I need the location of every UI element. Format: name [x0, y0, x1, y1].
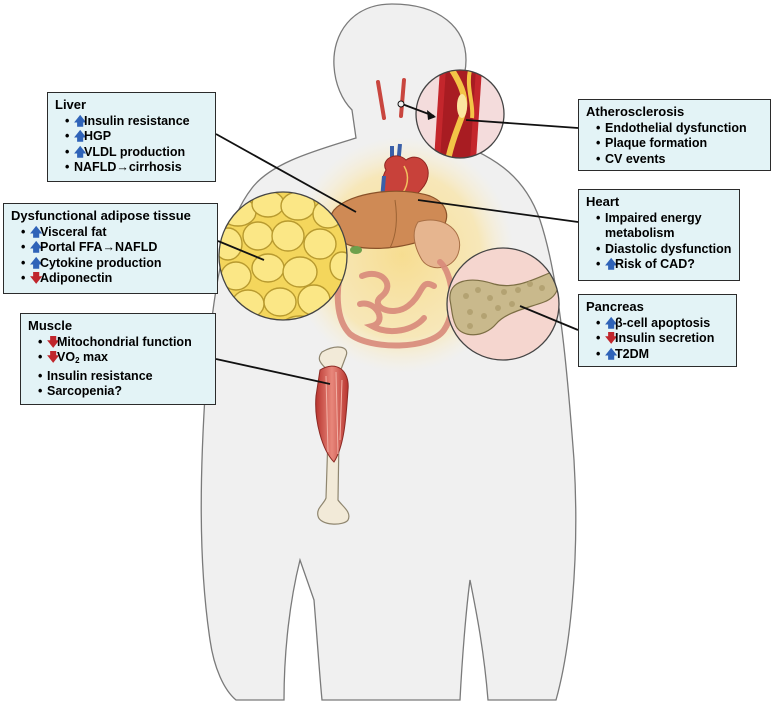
- adipose-box: Dysfunctional adipose tissue 🡅Visceral f…: [3, 203, 218, 294]
- heart-list: Impaired energy metabolism Diastolic dys…: [586, 211, 732, 273]
- up-arrow-icon: 🡅: [74, 129, 87, 143]
- adipose-title: Dysfunctional adipose tissue: [11, 208, 191, 223]
- up-arrow-icon: 🡅: [30, 240, 43, 254]
- atherosclerosis-list: Endothelial dysfunction Plaque formation…: [586, 121, 763, 168]
- heart-title: Heart: [586, 194, 620, 209]
- heart-item: Diastolic dysfunction: [596, 242, 732, 258]
- adipocyte-zoom: [218, 191, 348, 321]
- pancreas-list: 🡅β-cell apoptosis 🡇Insulin secretion 🡅T2…: [586, 316, 729, 363]
- muscle-item: Insulin resistance: [38, 369, 208, 385]
- up-arrow-icon: 🡅: [605, 315, 618, 330]
- liver-item: 🡅Insulin resistance: [65, 114, 208, 130]
- muscle-list: 🡇Mitochondrial function 🡇VO2 max Insulin…: [28, 335, 208, 400]
- up-arrow-icon: 🡅: [605, 346, 618, 361]
- down-arrow-icon: 🡇: [605, 331, 618, 345]
- adipose-item: 🡅Cytokine production: [21, 256, 210, 272]
- gallbladder: [350, 246, 362, 254]
- atherosclerosis-box: Atherosclerosis Endothelial dysfunction …: [578, 99, 771, 171]
- carotid-arrowhead: [427, 110, 436, 120]
- up-arrow-icon: 🡅: [74, 144, 87, 159]
- leader-pancreas: [519, 305, 579, 331]
- pancreas-item: 🡇Insulin secretion: [596, 331, 729, 347]
- down-arrow-icon: 🡇: [30, 271, 43, 285]
- pancreas-zoom: [446, 247, 560, 361]
- adipose-list: 🡅Visceral fat 🡅Portal FFA→NAFLD 🡅Cytokin…: [11, 225, 210, 287]
- leader-atherosclerosis: [465, 119, 579, 129]
- leader-liver: [215, 133, 357, 213]
- carotid-marker: [397, 100, 405, 108]
- leader-lines: [215, 100, 579, 385]
- up-arrow-icon: 🡅: [74, 113, 87, 128]
- adipose-item: 🡅Portal FFA→NAFLD: [21, 240, 210, 256]
- down-arrow-icon: 🡇: [47, 350, 60, 364]
- heart-box: Heart Impaired energy metabolism Diastol…: [578, 189, 740, 281]
- liver-item: 🡅VLDL production: [65, 145, 208, 161]
- pancreas-title: Pancreas: [586, 299, 644, 314]
- adipose-item: 🡅Visceral fat: [21, 225, 210, 241]
- muscle-item: Sarcopenia?: [38, 384, 208, 400]
- atherosclerosis-title: Atherosclerosis: [586, 104, 685, 119]
- adipose-item: 🡇Adiponectin: [21, 271, 210, 287]
- leader-muscle: [215, 358, 331, 385]
- carotid-artery-right: [399, 78, 406, 118]
- up-arrow-icon: 🡅: [605, 257, 618, 271]
- liver-title: Liver: [55, 97, 87, 112]
- pancreas-item: 🡅β-cell apoptosis: [596, 316, 729, 332]
- liver-item: NAFLD→cirrhosis: [65, 160, 208, 176]
- atherosclerosis-item: Endothelial dysfunction: [596, 121, 763, 137]
- up-arrow-icon: 🡅: [30, 255, 43, 270]
- artery-zoom: [415, 69, 505, 159]
- muscle-box: Muscle 🡇Mitochondrial function 🡇VO2 max …: [20, 313, 216, 405]
- leader-heart: [417, 199, 579, 223]
- muscle-item: 🡇Mitochondrial function: [38, 335, 208, 351]
- pancreas-item: 🡅T2DM: [596, 347, 729, 363]
- carotid-artery-left: [376, 80, 386, 120]
- muscle-title: Muscle: [28, 318, 73, 333]
- pancreas-box: Pancreas 🡅β-cell apoptosis 🡇Insulin secr…: [578, 294, 737, 367]
- liver-list: 🡅Insulin resistance 🡅HGP 🡅VLDL productio…: [55, 114, 208, 176]
- atherosclerosis-item: Plaque formation: [596, 136, 763, 152]
- liver-item: 🡅HGP: [65, 129, 208, 145]
- leader-adipose: [217, 240, 265, 261]
- heart-item: 🡅Risk of CAD?: [596, 257, 732, 273]
- up-arrow-icon: 🡅: [30, 224, 43, 239]
- atherosclerosis-item: CV events: [596, 152, 763, 168]
- liver-box: Liver 🡅Insulin resistance 🡅HGP 🡅VLDL pro…: [47, 92, 216, 182]
- muscle-item: 🡇VO2 max: [38, 350, 208, 369]
- heart-item: Impaired energy metabolism: [596, 211, 732, 242]
- down-arrow-icon: 🡇: [47, 334, 60, 349]
